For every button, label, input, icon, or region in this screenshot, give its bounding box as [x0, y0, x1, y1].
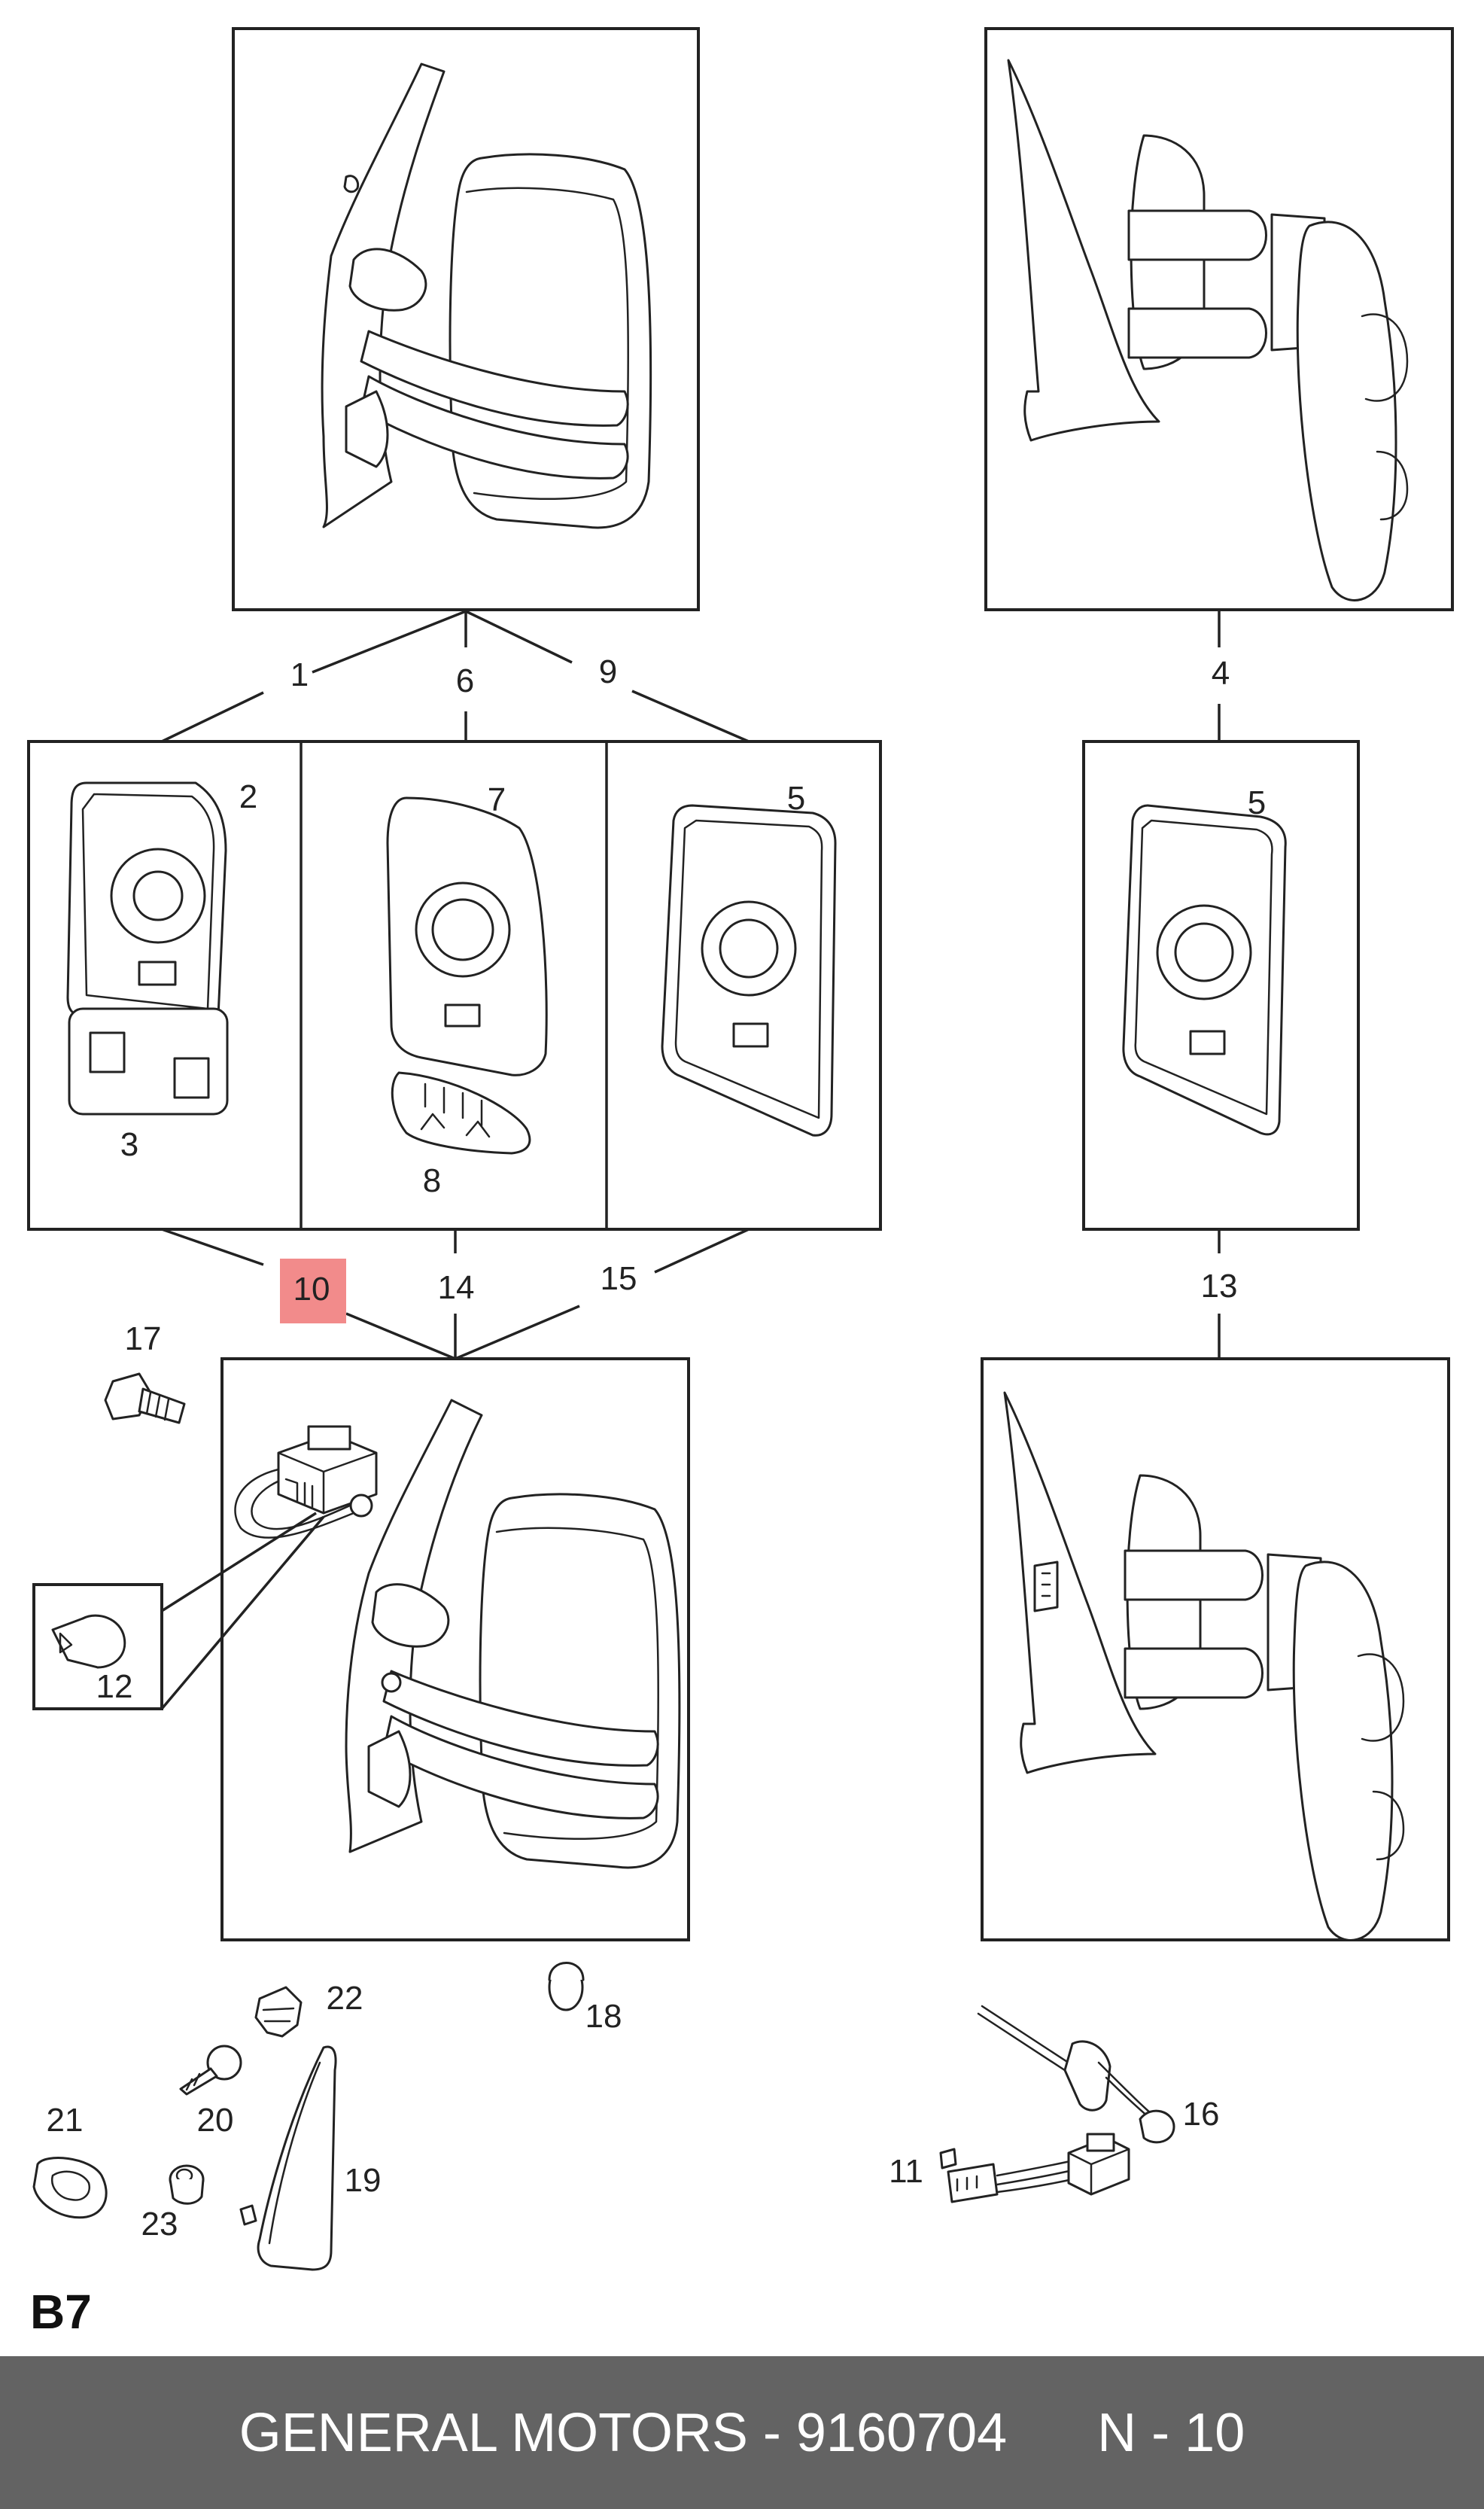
leader-lines-top — [161, 610, 1221, 743]
callout-1: 1 — [290, 656, 309, 693]
callout-16: 16 — [1183, 2096, 1220, 2133]
bushing-part-23 — [169, 2164, 205, 2205]
callout-7: 7 — [488, 781, 506, 818]
callout-6: 6 — [456, 662, 474, 699]
switch-part-3 — [68, 1007, 229, 1116]
cap-part-18 — [548, 1962, 585, 2011]
callout-labels: 1 6 9 4 2 7 5 5 3 8 10 14 15 13 17 12 22… — [30, 653, 1266, 2339]
callout-5-right: 5 — [1248, 784, 1266, 821]
page-id-label: B7 — [30, 2285, 92, 2339]
heater-plate-part-8 — [391, 1071, 531, 1155]
callout-13: 13 — [1201, 1268, 1238, 1305]
callout-20: 20 — [197, 2102, 234, 2139]
callout-11: 11 — [889, 2153, 923, 2190]
callout-8: 8 — [423, 1162, 441, 1199]
footer-bar: GENERAL MOTORS - 9160704 N - 10 — [0, 2356, 1484, 2509]
callout-18: 18 — [585, 1998, 622, 2035]
callout-10-highlight — [280, 1259, 346, 1323]
connector-inset-part-12 — [32, 1512, 325, 1710]
callout-19: 19 — [345, 2162, 382, 2199]
callout-21: 21 — [47, 2102, 84, 2139]
callout-23: 23 — [141, 2206, 178, 2243]
callout-15: 15 — [601, 1260, 637, 1297]
mirror-glass-variants-box — [27, 740, 882, 1231]
mirror-glass-right-box — [1082, 740, 1360, 1231]
mirror-glass-part-2 — [66, 781, 227, 1033]
screw-part-20 — [179, 2045, 242, 2096]
footer-text: GENERAL MOTORS - 9160704 N - 10 — [239, 2402, 1245, 2463]
trim-part-19 — [239, 2045, 337, 2271]
screw-part-17 — [104, 1372, 186, 1424]
mirror-assembly-wired-box — [220, 1357, 690, 1941]
mirror-glass-part-5a — [661, 804, 837, 1137]
callout-9: 9 — [599, 653, 617, 690]
mirror-assembly-rear-box — [984, 27, 1454, 611]
callout-5-left: 5 — [787, 780, 805, 817]
callout-2: 2 — [239, 778, 257, 815]
wiring-harness-part-11 — [939, 2133, 1130, 2203]
mirror-assembly-rear-wired-box — [981, 1357, 1450, 1941]
callout-12: 12 — [96, 1668, 133, 1705]
grommet-part-21 — [32, 2157, 108, 2219]
callout-4: 4 — [1212, 655, 1230, 692]
callout-3: 3 — [120, 1126, 138, 1163]
callout-10: 10 — [293, 1271, 330, 1308]
leader-lines-middle — [161, 1228, 1221, 1360]
callout-14: 14 — [438, 1269, 475, 1306]
mirror-assembly-front-box — [232, 27, 700, 611]
mirror-glass-part-7 — [386, 796, 548, 1076]
callout-22: 22 — [327, 1980, 363, 2017]
callout-17: 17 — [125, 1320, 162, 1357]
parts-diagram: 1 6 9 4 2 7 5 5 3 8 10 14 15 13 17 12 22… — [27, 27, 1454, 2339]
clip-part-22 — [254, 1986, 303, 2038]
cable-part-16 — [977, 2005, 1175, 2144]
